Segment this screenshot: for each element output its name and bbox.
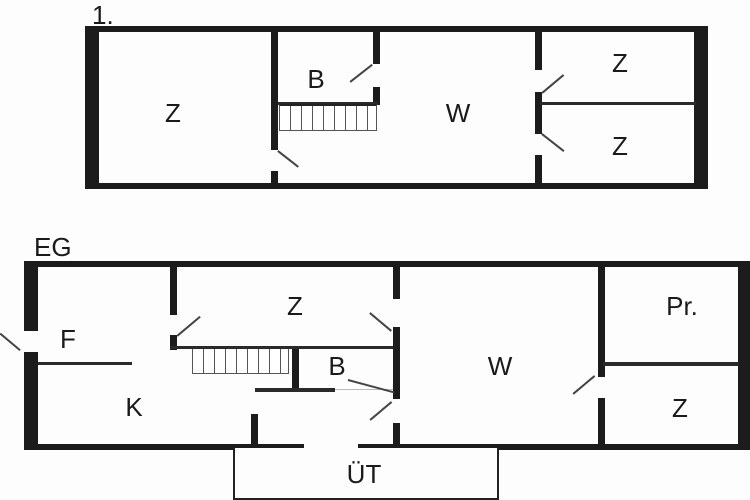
wall-bottom xyxy=(358,444,750,450)
wall-thin xyxy=(255,388,335,392)
wall-right xyxy=(738,261,750,450)
wall-thin xyxy=(540,102,696,105)
wall-right xyxy=(694,26,708,189)
room-label: Z xyxy=(612,48,628,78)
door-swing xyxy=(277,150,299,168)
wall-partition xyxy=(535,92,542,134)
door-swing xyxy=(572,375,595,395)
door-swing xyxy=(369,401,392,421)
floor-label-ground: EG xyxy=(34,232,72,262)
room-label: B xyxy=(307,64,325,94)
door-swing xyxy=(349,63,373,83)
wall-partition xyxy=(535,26,542,70)
wall-bottom xyxy=(85,183,708,189)
wall-partition xyxy=(598,398,605,448)
floor-label-upper: 1. xyxy=(92,0,114,30)
stairs xyxy=(279,104,377,131)
wall-bottom xyxy=(24,444,304,450)
wall-thin xyxy=(38,362,132,365)
wall-partition xyxy=(251,414,258,446)
door-swing xyxy=(541,74,564,94)
wall-partition xyxy=(170,335,177,350)
room-label: Z xyxy=(672,393,688,423)
wall-thin xyxy=(170,346,396,349)
door-swing xyxy=(347,379,395,393)
wall-partition xyxy=(598,261,605,377)
wall-partition xyxy=(271,171,278,189)
wall-top xyxy=(24,261,750,267)
wall-partition xyxy=(170,261,177,315)
wall-partition xyxy=(292,349,299,389)
wall-partition xyxy=(373,26,380,64)
wall-partition xyxy=(373,87,380,105)
room-label: Z xyxy=(165,98,181,128)
wall-thin xyxy=(335,389,393,390)
wall-partition xyxy=(393,261,400,299)
room-label: Z xyxy=(287,291,303,321)
room-label: F xyxy=(60,324,76,354)
room-label: W xyxy=(487,351,513,381)
wall-left xyxy=(24,261,38,331)
room-label: K xyxy=(125,392,143,422)
wall-left xyxy=(85,26,99,189)
room-label: ÜT xyxy=(346,459,382,489)
wall-partition xyxy=(393,327,400,399)
wall-thin xyxy=(278,102,378,105)
wall-partition xyxy=(393,423,400,448)
room-label: W xyxy=(445,98,471,128)
entry-porch xyxy=(233,448,499,500)
room-label: B xyxy=(328,351,346,381)
wall-left xyxy=(24,352,38,450)
wall-top xyxy=(85,26,708,32)
wall-partition xyxy=(271,26,278,150)
wall-partition xyxy=(535,155,542,189)
door-swing xyxy=(176,315,201,337)
room-label: Z xyxy=(612,131,628,161)
door-swing xyxy=(541,133,565,152)
wall-thin xyxy=(603,362,739,366)
door-swing xyxy=(0,333,21,352)
stairs xyxy=(192,349,289,374)
door-swing xyxy=(369,312,392,332)
room-label: Pr. xyxy=(666,291,698,321)
